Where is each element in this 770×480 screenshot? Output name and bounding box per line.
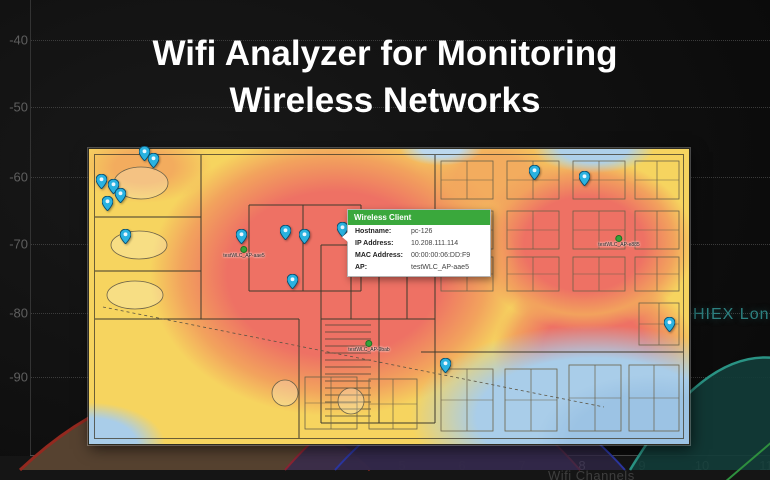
access-point-dot [365, 340, 373, 347]
wifi-client-pin[interactable] [528, 164, 541, 185]
wireless-client-tooltip: Wireless Client Hostname: pc-126 IP Addr… [342, 209, 491, 277]
y-tick-label: -40 [9, 32, 28, 48]
page-title: Wifi Analyzer for Monitoring Wireless Ne… [0, 30, 770, 124]
wifi-client-pin[interactable] [279, 224, 292, 245]
access-point-label: testWLC_AP-e885 [598, 242, 640, 248]
tooltip-title: Wireless Client [348, 210, 490, 225]
y-tick-label: -50 [9, 99, 28, 115]
tooltip-row-ap: AP: testWLC_AP-aae5 [355, 263, 469, 271]
wifi-client-pin[interactable] [101, 195, 114, 216]
y-tick-label: -90 [9, 369, 28, 385]
access-point-dot [615, 235, 623, 242]
wifi-client-pin[interactable] [663, 316, 676, 337]
tooltip-row-ip: IP Address: 10.208.111.114 [355, 239, 459, 247]
access-point-marker[interactable]: testWLC_AP-aae5 [223, 246, 265, 259]
floorplan-heatmap[interactable]: Wireless Client Hostname: pc-126 IP Addr… [88, 145, 690, 445]
wifi-client-pin[interactable] [147, 152, 160, 173]
network-ssid-label: HIEX Lon [693, 306, 770, 323]
wifi-client-pin[interactable] [439, 357, 452, 378]
tooltip-row-hostname: Hostname: pc-126 [355, 227, 433, 235]
gridline [31, 40, 770, 41]
access-point-label: testWLC_AP-aae5 [223, 253, 265, 259]
access-point-marker[interactable]: testWLC_AP-9bab [348, 340, 390, 353]
page-title-line2: Wireless Networks [229, 81, 541, 120]
wifi-client-pin[interactable] [286, 273, 299, 294]
wifi-client-pin[interactable] [298, 228, 311, 249]
page-title-line1: Wifi Analyzer for Monitoring [152, 34, 618, 73]
wifi-client-pin[interactable] [235, 228, 248, 249]
gridline [31, 107, 770, 108]
wifi-client-pin[interactable] [578, 170, 591, 191]
x-axis-title: Wifi Channels [548, 468, 635, 480]
tooltip-row-mac: MAC Address: 00:00:00:06:DD:F9 [355, 251, 471, 259]
access-point-dot [240, 246, 248, 253]
wifi-client-pin[interactable] [138, 145, 151, 166]
y-tick-label: -70 [9, 236, 28, 252]
wifi-client-pin[interactable] [95, 173, 108, 194]
y-tick-label: -60 [9, 169, 28, 185]
access-point-label: testWLC_AP-9bab [348, 347, 390, 353]
y-axis-line [30, 0, 31, 455]
wifi-client-pin[interactable] [119, 228, 132, 249]
wifi-client-pin[interactable] [114, 187, 127, 208]
access-point-marker[interactable]: testWLC_AP-e885 [598, 235, 640, 248]
y-tick-label: -80 [9, 305, 28, 321]
floorplan-walls-and-furniture [95, 155, 683, 438]
